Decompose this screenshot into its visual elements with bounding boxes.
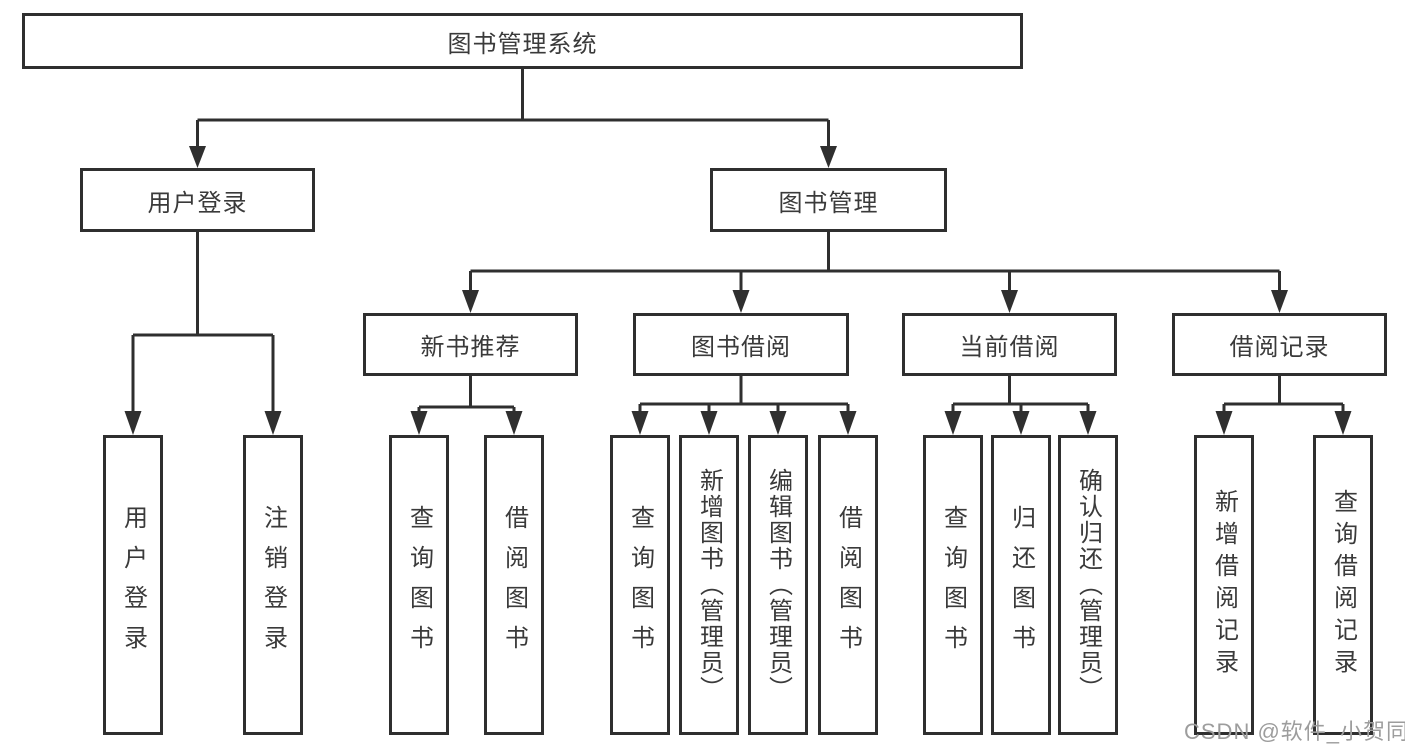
leaf-add-borrow-record: 新增借阅记录 — [1194, 435, 1254, 735]
node-library-management-system: 图书管理系统 — [22, 13, 1023, 69]
leaf-add-books-admin: 新增图书（管理员） — [679, 435, 739, 735]
leaf-search-books-current: 查询图书 — [923, 435, 983, 735]
leaf-confirm-return-admin: 确认归还（管理员） — [1058, 435, 1118, 735]
leaf-search-borrow-record: 查询借阅记录 — [1313, 435, 1373, 735]
leaf-edit-books-admin: 编辑图书（管理员） — [748, 435, 808, 735]
node-new-book-recommendation: 新书推荐 — [363, 313, 578, 376]
leaf-borrow-books-recommend: 借阅图书 — [484, 435, 544, 735]
leaf-borrow-books-borrowing: 借阅图书 — [818, 435, 878, 735]
node-book-management: 图书管理 — [710, 168, 947, 232]
node-borrowing-records: 借阅记录 — [1172, 313, 1387, 376]
node-user-login: 用户登录 — [80, 168, 315, 232]
leaf-user-login: 用户登录 — [103, 435, 163, 735]
leaf-return-books: 归还图书 — [991, 435, 1051, 735]
leaf-search-books-recommend: 查询图书 — [389, 435, 449, 735]
node-book-borrowing: 图书借阅 — [633, 313, 849, 376]
node-current-borrowing: 当前借阅 — [902, 313, 1117, 376]
leaf-search-books-borrowing: 查询图书 — [610, 435, 670, 735]
csdn-watermark: CSDN @软件_小贺同学 — [1184, 719, 1405, 744]
leaf-logout: 注销登录 — [243, 435, 303, 735]
